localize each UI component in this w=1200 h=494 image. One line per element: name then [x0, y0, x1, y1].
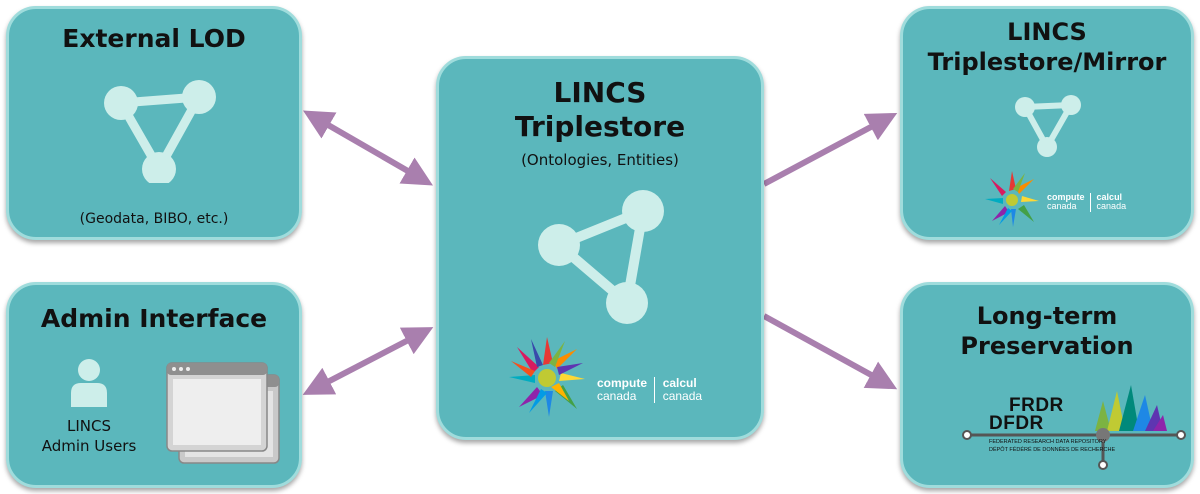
frdr-wordmark-en: FRDR	[1009, 395, 1064, 416]
mirror-title-line1: LINCS	[1007, 18, 1087, 46]
mirror-title-line2: Triplestore/Mirror	[927, 48, 1167, 76]
preservation-title-line1: Long-term	[976, 302, 1118, 330]
frdr-crystal-icon	[1095, 385, 1167, 431]
compute-canada-logo-icon	[509, 337, 585, 417]
admin-users-label-line2: Admin Users	[41, 437, 137, 455]
graph-icon	[1015, 95, 1081, 157]
external-lod-box: External LOD (Geodata, BIBO, etc.)	[6, 6, 302, 240]
arrow-triplestore-preservation	[762, 313, 898, 390]
frdr-network-line	[962, 428, 1186, 470]
admin-interface-title: Admin Interface	[40, 304, 268, 333]
cc-word-compute: compute	[1047, 192, 1085, 202]
triplestore-box: LINCS Triplestore (Ontologies, Entities)…	[436, 56, 764, 440]
frdr-wordmark-fr: DFDR	[989, 413, 1044, 434]
browser-windows-icon	[166, 362, 280, 464]
preservation-box: Long-term Preservation FRDR DFDR FEDERAT…	[900, 282, 1194, 488]
cc-word-compute: compute	[597, 376, 648, 390]
cc-word-canada-fr: canada	[662, 388, 703, 403]
graph-icon	[104, 80, 216, 183]
arrow-triplestore-mirror	[762, 112, 898, 187]
triplestore-subtitle: (Ontologies, Entities)	[521, 151, 679, 169]
triplestore-title-line2: Triplestore	[514, 110, 686, 143]
frdr-caption: FEDERATED RESEARCH DATA REPOSITORY DÉPÔT…	[989, 439, 1115, 454]
mirror-box: LINCS Triplestore/Mirror compute canada …	[900, 6, 1194, 240]
cc-word-canada: canada	[597, 388, 637, 403]
cc-word-canada-fr: canada	[1096, 201, 1127, 212]
external-lod-title: External LOD	[62, 24, 246, 53]
triplestore-title-line1: LINCS	[553, 76, 647, 109]
compute-canada-logo-icon	[985, 171, 1039, 227]
external-lod-subtitle: (Geodata, BIBO, etc.)	[79, 211, 229, 227]
admin-users-label-line1: LINCS	[67, 417, 111, 435]
frdr-caption-en: FEDERATED RESEARCH DATA REPOSITORY	[989, 439, 1107, 445]
graph-icon	[538, 190, 664, 324]
cc-word-calcul: calcul	[1096, 192, 1123, 202]
frdr-caption-fr: DÉPÔT FÉDÉRÉ DE DONNÉES DE RECHERCHE	[989, 446, 1116, 453]
arrow-external-triplestore	[303, 110, 433, 186]
user-icon	[71, 359, 107, 407]
cc-word-calcul: calcul	[662, 376, 697, 390]
arrow-admin-triplestore	[302, 327, 434, 395]
preservation-title-line2: Preservation	[960, 332, 1134, 360]
compute-canada-wordmark: compute canada calcul canada	[597, 377, 702, 403]
admin-interface-box: Admin Interface LINCS Admin Users	[6, 282, 302, 488]
compute-canada-wordmark: compute canada calcul canada	[1047, 192, 1127, 212]
cc-word-canada: canada	[1047, 201, 1077, 212]
